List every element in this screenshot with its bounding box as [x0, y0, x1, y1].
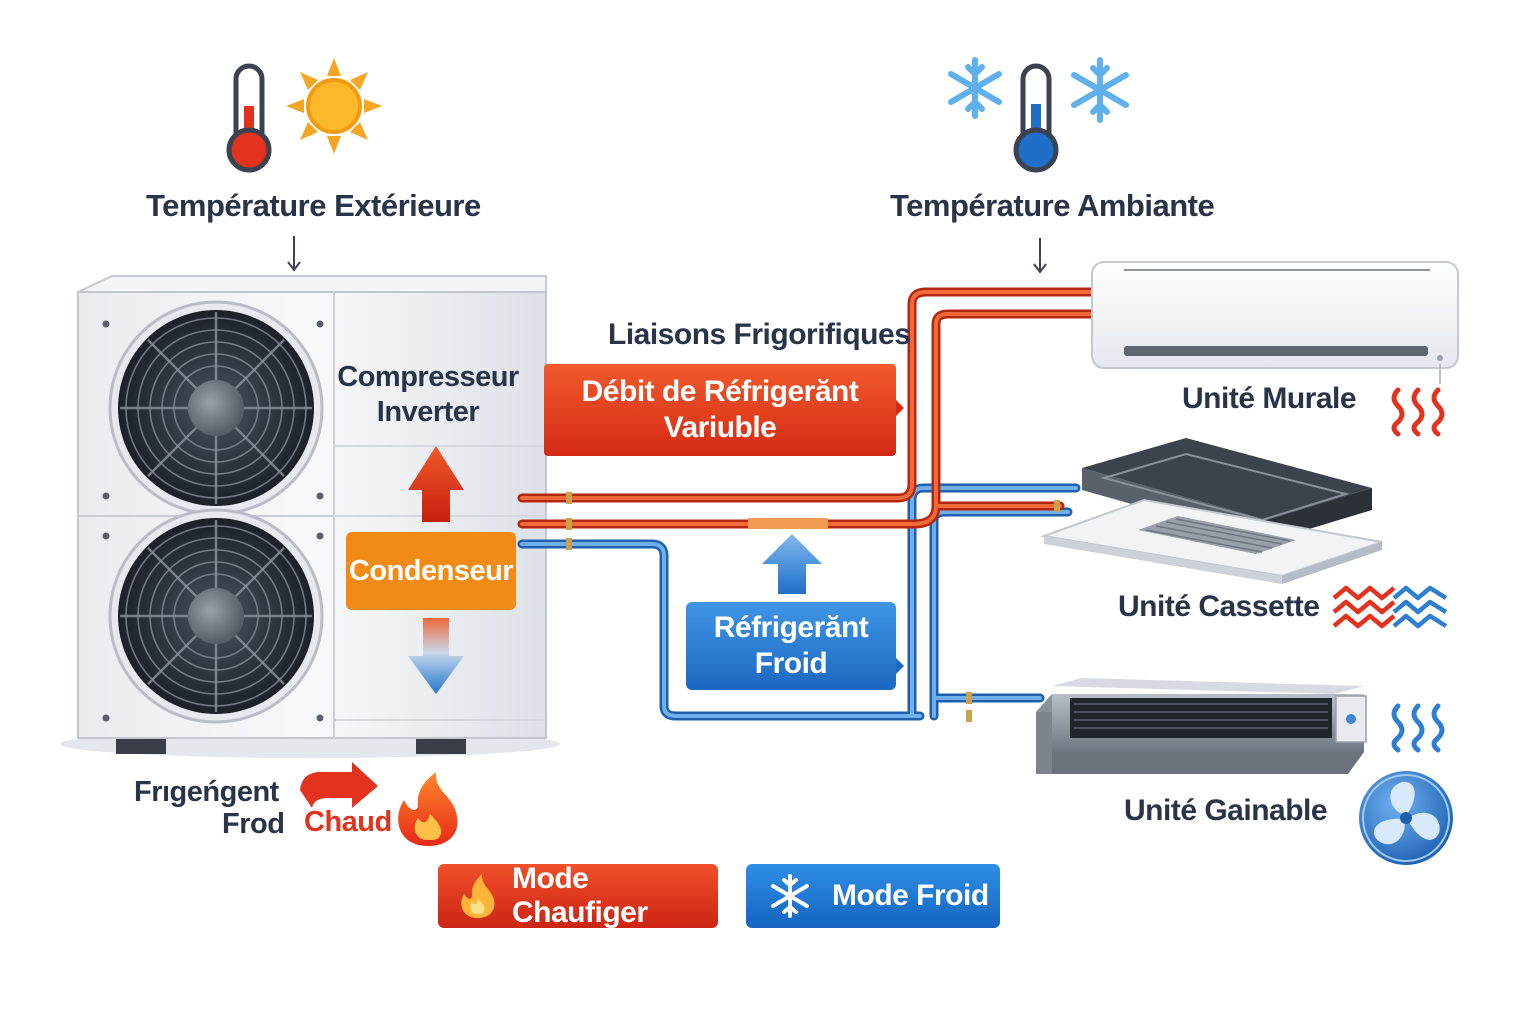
snowflake-icon	[948, 57, 1002, 119]
fan-icon	[1359, 771, 1453, 865]
cold-pointer-icon	[896, 658, 904, 674]
refrigerant-flow-line1: Débit de Réfrigerănt	[581, 375, 859, 408]
cold-thermometer-icon	[1013, 63, 1059, 173]
down-arrow-icon	[287, 236, 301, 272]
legend-refrigerant-line1: Frıgeńgent	[134, 776, 279, 808]
compressor-line2: Inverter	[376, 396, 480, 428]
snowflake-icon	[771, 874, 809, 918]
pipes-title: Liaisons Frigorifiques	[608, 318, 911, 351]
legend-hot-label: Chaud	[304, 806, 392, 838]
hot-up-arrow-icon	[408, 446, 464, 522]
cold-up-arrow-icon	[762, 534, 822, 594]
legend-refrigerant-line2: Frod	[222, 808, 285, 840]
cool-waves-icon	[1391, 703, 1445, 753]
fan-grille-top	[108, 300, 324, 516]
condenser-box: Condenseur	[346, 532, 516, 610]
flame-icon	[461, 874, 495, 918]
down-arrow-gradient-icon	[408, 618, 464, 694]
sun-icon	[286, 58, 382, 154]
ambient-temperature-title: Température Ambiante	[890, 188, 1215, 223]
zigzag-waves-icon	[1332, 585, 1448, 629]
cold-refrigerant-line2: Froid	[754, 647, 828, 680]
down-arrow-icon	[1033, 238, 1047, 274]
cooling-mode-label: Mode Froid	[832, 879, 989, 912]
cold-refrigerant-box: Réfrigerănt Froid	[686, 602, 896, 690]
refrigerant-pipes	[517, 287, 1097, 722]
heat-waves-icon	[1391, 387, 1445, 437]
cooling-mode-button[interactable]: Mode Froid	[746, 864, 1000, 928]
compressor-line1: Compresseur	[337, 361, 519, 394]
wall-unit-label: Unité Murale	[1182, 382, 1357, 415]
flame-icon	[398, 772, 458, 846]
ducted-unit-label: Unité Gainable	[1124, 794, 1328, 827]
refrigerant-flow-line2: Variuble	[663, 411, 777, 444]
cassette-unit-label: Unité Cassette	[1118, 590, 1320, 623]
condenser-label: Condenseur	[348, 554, 514, 587]
refrigerant-flow-box: Débit de Réfrigerănt Variuble	[544, 364, 896, 456]
cold-refrigerant-line1: Réfrigerănt	[713, 611, 869, 644]
compressor-label: Compresseur Inverter	[336, 358, 520, 432]
heating-mode-button[interactable]: Mode Chaufiger	[438, 862, 718, 929]
wall-unit	[1091, 261, 1459, 384]
outdoor-temperature-title: Température Extérieure	[146, 188, 481, 223]
cassette-unit	[1040, 438, 1383, 584]
ducted-unit	[1036, 678, 1367, 774]
flow-pointer-icon	[896, 400, 904, 416]
hot-thermometer-icon	[226, 63, 272, 173]
heating-mode-label: Mode Chaufiger	[512, 862, 648, 929]
snowflake-icon	[1071, 57, 1129, 123]
hot-refrigerant-arrow-icon	[300, 762, 378, 808]
fan-grille-bottom	[108, 508, 324, 724]
